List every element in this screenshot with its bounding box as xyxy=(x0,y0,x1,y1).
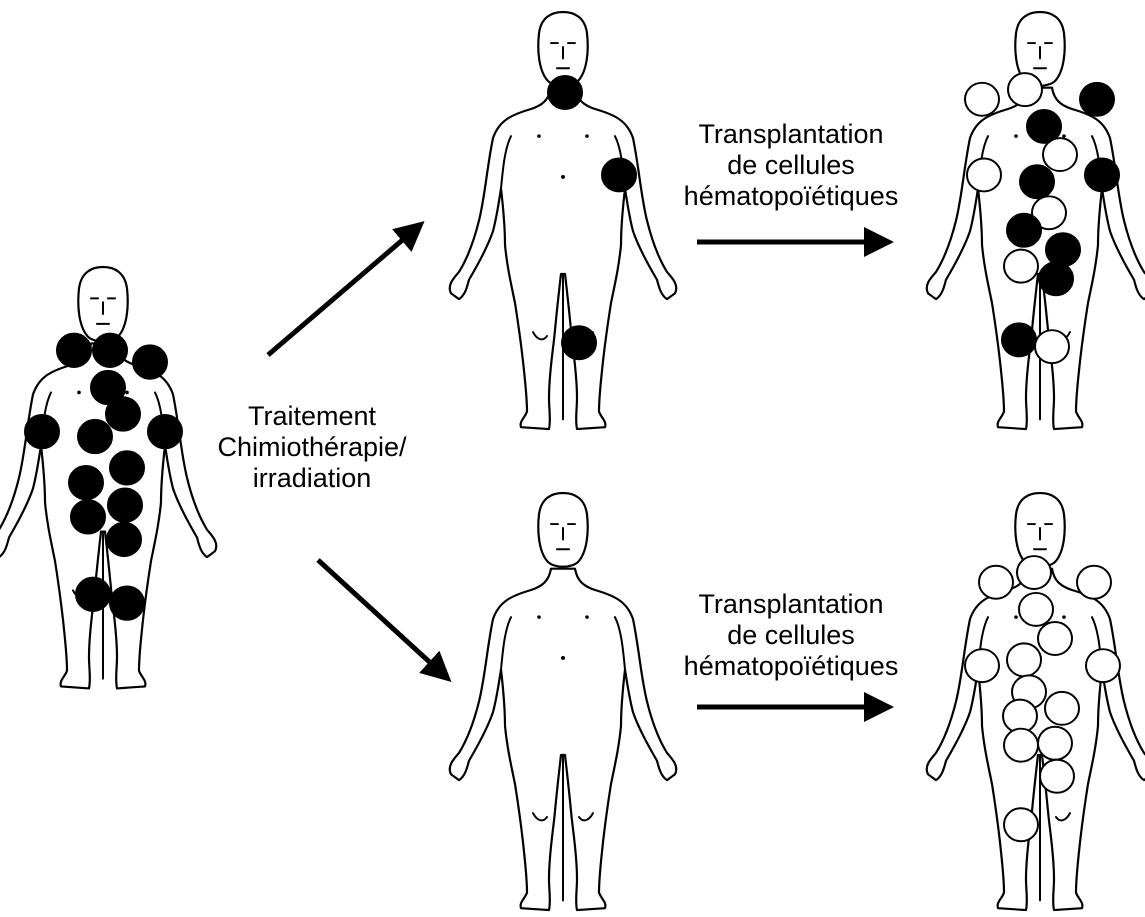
healthy-cell-dot xyxy=(1008,73,1042,106)
cancer-cell-dot xyxy=(1046,233,1080,266)
cancer-cell-dot xyxy=(93,334,127,367)
cancer-cell-dot xyxy=(602,158,636,191)
cancer-cell-dot xyxy=(548,76,582,109)
cancer-cell-dot xyxy=(1085,158,1119,191)
figure-after-transplant-healthy xyxy=(927,493,1145,910)
cancer-cell-dot xyxy=(133,345,167,378)
figure-initial-patient xyxy=(0,267,216,688)
cancer-cell-dot xyxy=(71,500,105,533)
cancer-cell-dot xyxy=(1002,323,1036,356)
healthy-cell-dot xyxy=(1019,593,1053,626)
healthy-cell-dot xyxy=(1045,692,1079,725)
cancer-cell-dot xyxy=(78,420,112,453)
healthy-cell-dot xyxy=(1043,138,1077,171)
transplant-top-line1: Transplantation xyxy=(656,119,926,150)
treatment-label-line1: Traitement xyxy=(212,401,412,432)
figure-after-treatment-clear xyxy=(450,493,677,910)
healthy-cell-dot xyxy=(1035,330,1069,363)
treatment-label-line3: irradiation xyxy=(212,463,412,494)
cancer-cell-dot xyxy=(110,451,144,484)
arrow-to-clear xyxy=(318,560,447,678)
healthy-cell-dot xyxy=(1038,622,1072,655)
transplant-bottom-line3: hématopoïétiques xyxy=(656,651,926,682)
cancer-cell-dot xyxy=(1039,262,1073,295)
cancer-cell-dot xyxy=(25,415,59,448)
transplant-top-line2: de cellules xyxy=(656,150,926,181)
cancer-cell-dot xyxy=(69,466,103,499)
healthy-cell-dot xyxy=(1040,760,1074,793)
cancer-cell-dot xyxy=(1080,83,1114,116)
figure-after-transplant-relapse xyxy=(927,12,1145,429)
transplant-top-line3: hématopoïétiques xyxy=(656,181,926,212)
cancer-cell-dot xyxy=(562,326,596,359)
cancer-cell-dot xyxy=(108,488,142,521)
healthy-cell-dot xyxy=(1004,808,1038,841)
cancer-cell-dot xyxy=(1020,165,1054,198)
arrow-to-residual xyxy=(268,225,420,355)
cancer-cell-dot xyxy=(148,415,182,448)
cancer-cell-dot xyxy=(106,397,140,430)
cancer-cell-dot xyxy=(1007,214,1041,247)
healthy-cell-dot xyxy=(1086,649,1120,682)
transplant-label-bottom: Transplantation de cellules hématopoïéti… xyxy=(656,589,926,682)
healthy-cell-dot xyxy=(1003,700,1037,733)
healthy-cell-dot xyxy=(967,158,1001,191)
transplant-label-top: Transplantation de cellules hématopoïéti… xyxy=(656,119,926,212)
healthy-cell-dot xyxy=(1038,727,1072,760)
healthy-cell-dot xyxy=(1004,729,1038,762)
healthy-cell-dot xyxy=(965,83,999,116)
healthy-cell-dot xyxy=(979,566,1013,599)
cancer-cell-dot xyxy=(110,586,144,619)
cancer-cell-dot xyxy=(107,523,141,556)
cancer-cell-dot xyxy=(76,578,110,611)
healthy-cell-dot xyxy=(1004,250,1038,283)
healthy-cell-dot xyxy=(1017,556,1051,589)
healthy-cell-dot xyxy=(1007,643,1041,676)
figure-after-treatment-residual xyxy=(450,12,677,429)
treatment-label-line2: Chimiothérapie/ xyxy=(212,432,412,463)
healthy-cell-dot xyxy=(965,649,999,682)
healthy-cell-dot xyxy=(1077,566,1111,599)
cancer-cell-dot xyxy=(57,334,91,367)
treatment-label: Traitement Chimiothérapie/ irradiation xyxy=(212,401,412,494)
transplant-bottom-line2: de cellules xyxy=(656,620,926,651)
transplant-bottom-line1: Transplantation xyxy=(656,589,926,620)
